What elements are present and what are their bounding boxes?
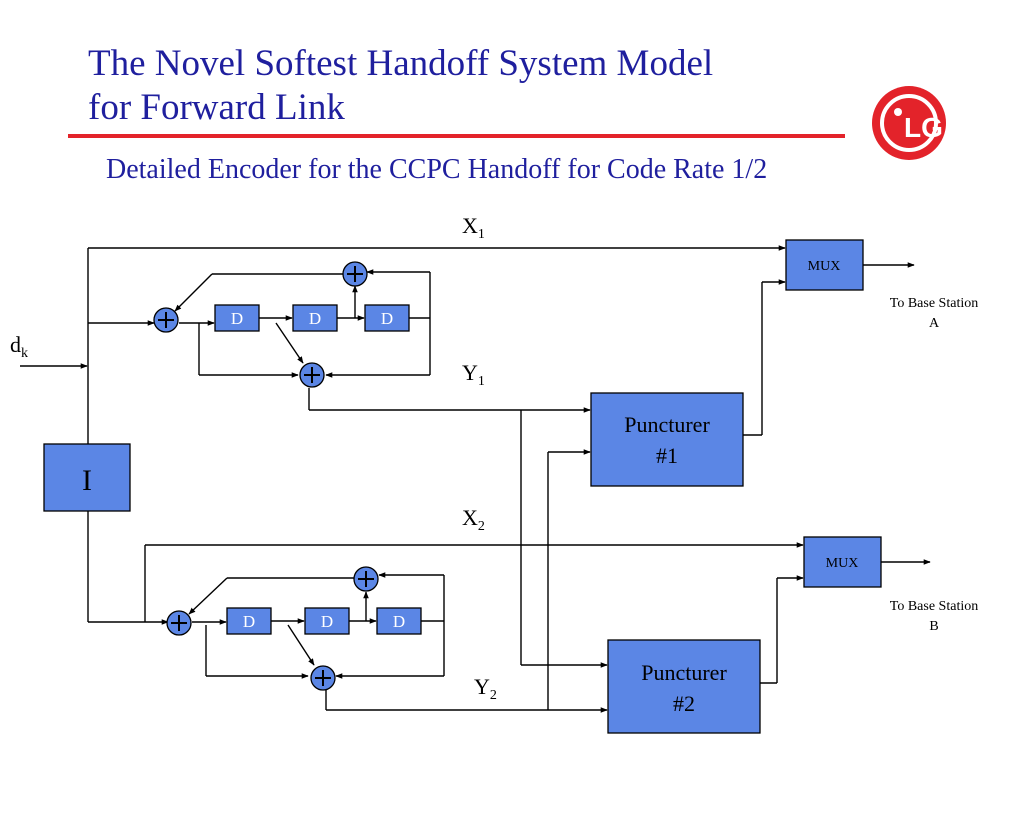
output-b-label-line2: B: [929, 619, 938, 634]
encoder1-adder-input: [153, 307, 179, 333]
x2-label: X2: [462, 505, 485, 534]
encoder2-delay-1: [226, 607, 272, 635]
page-title: The Novel Softest Handoff System Model f…: [88, 42, 713, 130]
y1-label: Y1: [462, 360, 485, 389]
puncturer-1-number: #1: [656, 443, 678, 468]
input-label: dk: [10, 332, 28, 361]
encoder1-adder-feedback: [342, 261, 368, 287]
output-a-label-line2: A: [929, 316, 940, 331]
y2-label: Y2: [474, 674, 497, 703]
x1-label: X1: [462, 213, 485, 242]
title-line-1: The Novel Softest Handoff System Model: [88, 43, 714, 84]
lg-logo: LG: [872, 86, 946, 160]
logo-letters: LG: [904, 112, 943, 143]
encoder2-adder-input: [166, 610, 192, 636]
delay-label: D: [381, 309, 393, 328]
delay-label: D: [393, 612, 405, 631]
encoder1-delay-2: [292, 304, 338, 332]
encoder1-adder-output: [299, 362, 325, 388]
encoder2-delay-2: [304, 607, 350, 635]
encoder2-delay-3: [376, 607, 422, 635]
delay-label: D: [243, 612, 255, 631]
encoder1-delay-3: [364, 304, 410, 332]
delay-label: D: [309, 309, 321, 328]
encoder1-delay-1: [214, 304, 260, 332]
puncturer-1-label: Puncturer: [624, 412, 710, 437]
mux-a-label: MUX: [808, 259, 841, 274]
output-a-label-line1: To Base Station: [890, 296, 978, 311]
puncturer-2-label: Puncturer: [641, 660, 727, 685]
puncturer-2-block: [607, 639, 761, 734]
puncturer-2-number: #2: [673, 691, 695, 716]
title-underline: [68, 134, 845, 138]
puncturer-1-block: [590, 392, 744, 487]
interleaver-block: [43, 443, 131, 512]
output-b-label-line1: To Base Station: [890, 599, 978, 614]
title-line-2: for Forward Link: [88, 87, 345, 128]
mux-b-label: MUX: [826, 556, 859, 571]
delay-label: D: [321, 612, 333, 631]
mux-b-block: [803, 536, 882, 588]
page-subtitle: Detailed Encoder for the CCPC Handoff fo…: [106, 154, 768, 185]
encoder2-adder-output: [310, 665, 336, 691]
interleaver-label: I: [82, 464, 92, 497]
delay-label: D: [231, 309, 243, 328]
encoder2-adder-feedback: [353, 566, 379, 592]
